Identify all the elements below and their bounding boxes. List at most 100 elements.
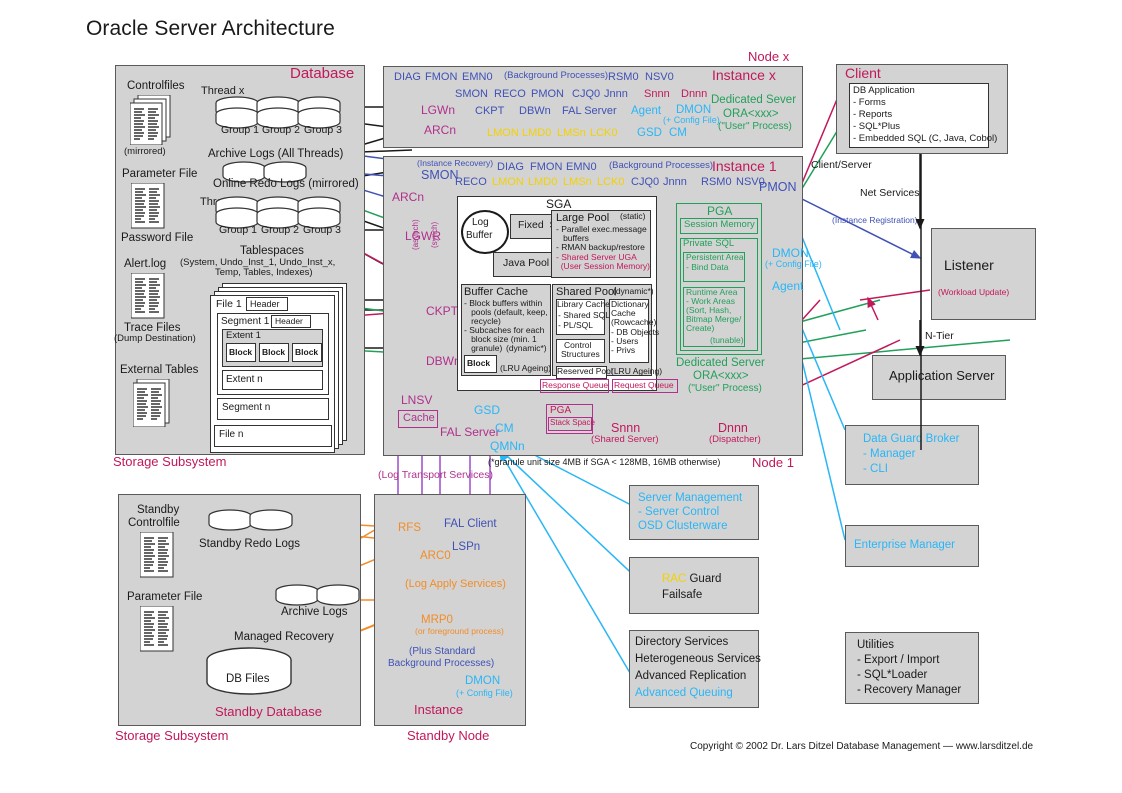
runtime-line-4: Bitmap Merge/ <box>686 314 742 324</box>
runtime-tunable-note: (tunable) <box>710 335 744 345</box>
standby-node-panel <box>374 494 526 726</box>
log-buffer-label-2: Buffer <box>466 230 493 241</box>
buffer-cache-line-1: - Block buffers within <box>464 298 543 308</box>
instance-x-lgwn: LGWn <box>421 103 456 117</box>
buffer-cache-block-box <box>464 355 497 373</box>
buffer-cache-line-4: - Subcaches for each <box>464 325 545 335</box>
instance-x-dedicated-user: ("User" Process) <box>718 121 792 132</box>
trace-files-note: (Dump Destination) <box>114 333 196 344</box>
instance-x-ckpt: CKPT <box>475 105 505 117</box>
block-box-3 <box>292 343 322 362</box>
db-application-box <box>849 83 989 148</box>
block-box-1 <box>226 343 256 362</box>
request-queue-box <box>612 379 678 393</box>
extent-n-label: Extent n <box>226 374 263 385</box>
reserved-pool-box <box>556 366 607 379</box>
group-label-1: Group 1 <box>221 124 259 136</box>
library-cache-box <box>556 299 605 335</box>
instance-1-lck0: LCK0 <box>597 176 625 188</box>
large-pool-line-2: buffers <box>556 233 589 243</box>
controlfiles-note: (mirrored) <box>124 146 166 157</box>
utilities-line-3: - Recovery Manager <box>857 684 962 696</box>
server-management-line-1: Server Management <box>638 492 743 504</box>
instance-x-fmon: FMON <box>425 71 458 83</box>
instance-1-title: Instance 1 <box>712 158 777 174</box>
tablespaces-label: Tablespaces <box>240 245 304 257</box>
db-files-label: DB Files <box>226 673 270 685</box>
instance-1-nsv0: NSV0 <box>736 176 765 188</box>
granule-note: (*granule unit size 4MB if SGA < 128MB, … <box>488 457 721 467</box>
large-pool-magenta-line-2: (User Session Memory) <box>556 261 650 271</box>
instance-x-dbwn: DBWn <box>519 105 551 117</box>
snnn-label: Snnn <box>611 421 641 435</box>
standby-archive-logs-cylinders <box>275 584 360 606</box>
instance-x-rsm0: RSM0 <box>608 71 639 83</box>
instance-x-snnn: Snnn <box>644 88 670 100</box>
large-pool-static-note: (static) <box>620 211 646 221</box>
rac-guard-panel <box>629 557 759 614</box>
instance-1-agent: Agent <box>772 279 804 293</box>
instance-1-lmon: LMON <box>492 176 524 188</box>
instance-1-arcn: ARCn <box>392 190 425 204</box>
mrp0-label: MRP0 <box>421 614 453 626</box>
cache-label: Cache <box>403 412 435 424</box>
standby-dmon-note: (+ Config File) <box>456 688 513 698</box>
db-files-cylinder <box>206 647 292 695</box>
alert-log-icon <box>131 273 165 319</box>
buffer-cache-title: Buffer Cache <box>464 286 529 298</box>
server-management-line-3: OSD Clusterware <box>638 520 728 532</box>
dictionary-line-3: (Rowcache) <box>611 317 657 327</box>
application-server-title: Application Server <box>889 368 995 383</box>
group-label-4: Group 1 <box>219 224 257 236</box>
large-pool-magenta-line-1: - Shared Server UGA <box>556 252 637 262</box>
listener-title: Listener <box>944 257 994 273</box>
instance-1-fmon: FMON <box>530 161 563 173</box>
log-apply-services-label: (Log Apply Services) <box>405 578 506 590</box>
file-n-label: File n <box>219 429 244 440</box>
instance-x-bg-note: (Background Processes) <box>504 70 609 81</box>
instance-x-dedicated-ora: ORA<xxx> <box>723 108 779 120</box>
plus-standard-line-1: (Plus Standard <box>409 646 476 657</box>
pga-small-box <box>546 404 593 434</box>
instance-x-diag: DIAG <box>394 71 421 83</box>
db-application-line-1: - Forms <box>853 97 886 108</box>
instance-registration-note: (Instance Registration) <box>832 215 918 225</box>
instance-x-smon: SMON <box>455 88 488 100</box>
standby-redo-logs-label: Standby Redo Logs <box>199 538 301 550</box>
trace-files-label: Trace Files <box>124 322 181 334</box>
response-queue-box <box>540 379 609 393</box>
block-label-1: Block <box>229 347 253 357</box>
dictionary-line-2: Cache <box>611 308 636 318</box>
instance-1-lmsn: LMSn <box>563 176 592 188</box>
db-application-line-2: - Reports <box>853 109 893 120</box>
db-application-title: DB Application <box>853 85 915 96</box>
instance-x-lmd0: LMD0 <box>522 127 552 139</box>
persistent-area-line-1: Persistent Area <box>686 252 744 262</box>
log-buffer-circle <box>461 210 509 254</box>
instance-x-panel <box>383 66 803 148</box>
dictionary-cache-box <box>609 299 649 363</box>
online-redo-logs-label: Online Redo Logs (mirrored) <box>213 178 359 190</box>
instance-x-cm: CM <box>669 127 687 139</box>
pga-title: PGA <box>707 204 733 218</box>
private-sql-label: Private SQL <box>683 238 735 249</box>
control-structures-box <box>556 339 605 363</box>
stack-space-label: Stack Space <box>550 418 595 427</box>
large-pool-box <box>551 210 651 278</box>
instance-x-title: Instance x <box>712 67 776 83</box>
rac-guard-line: RAC Guard <box>662 573 721 586</box>
instance-1-dedicated-server: Dedicated Server <box>676 357 765 369</box>
log-buffer-label-1: Log <box>472 217 489 228</box>
instance-1-dedicated-ora: ORA<xxx> <box>693 370 749 382</box>
application-server-panel <box>872 355 1006 400</box>
session-memory-label: Session Memory <box>684 219 755 230</box>
utilities-panel <box>845 632 979 704</box>
group-label-2: Group 2 <box>262 124 300 136</box>
dictionary-line-5: - Users <box>611 336 639 346</box>
standby-parameter-file-label: Parameter File <box>127 591 203 603</box>
segment-n-label: Segment n <box>222 402 271 413</box>
shared-pool-title: Shared Pool <box>556 286 617 298</box>
standby-controlfile-line-1: Standby <box>137 504 180 516</box>
reserved-pool-label: Reserved Pool <box>557 366 613 376</box>
node-1-label: Node 1 <box>752 455 794 470</box>
